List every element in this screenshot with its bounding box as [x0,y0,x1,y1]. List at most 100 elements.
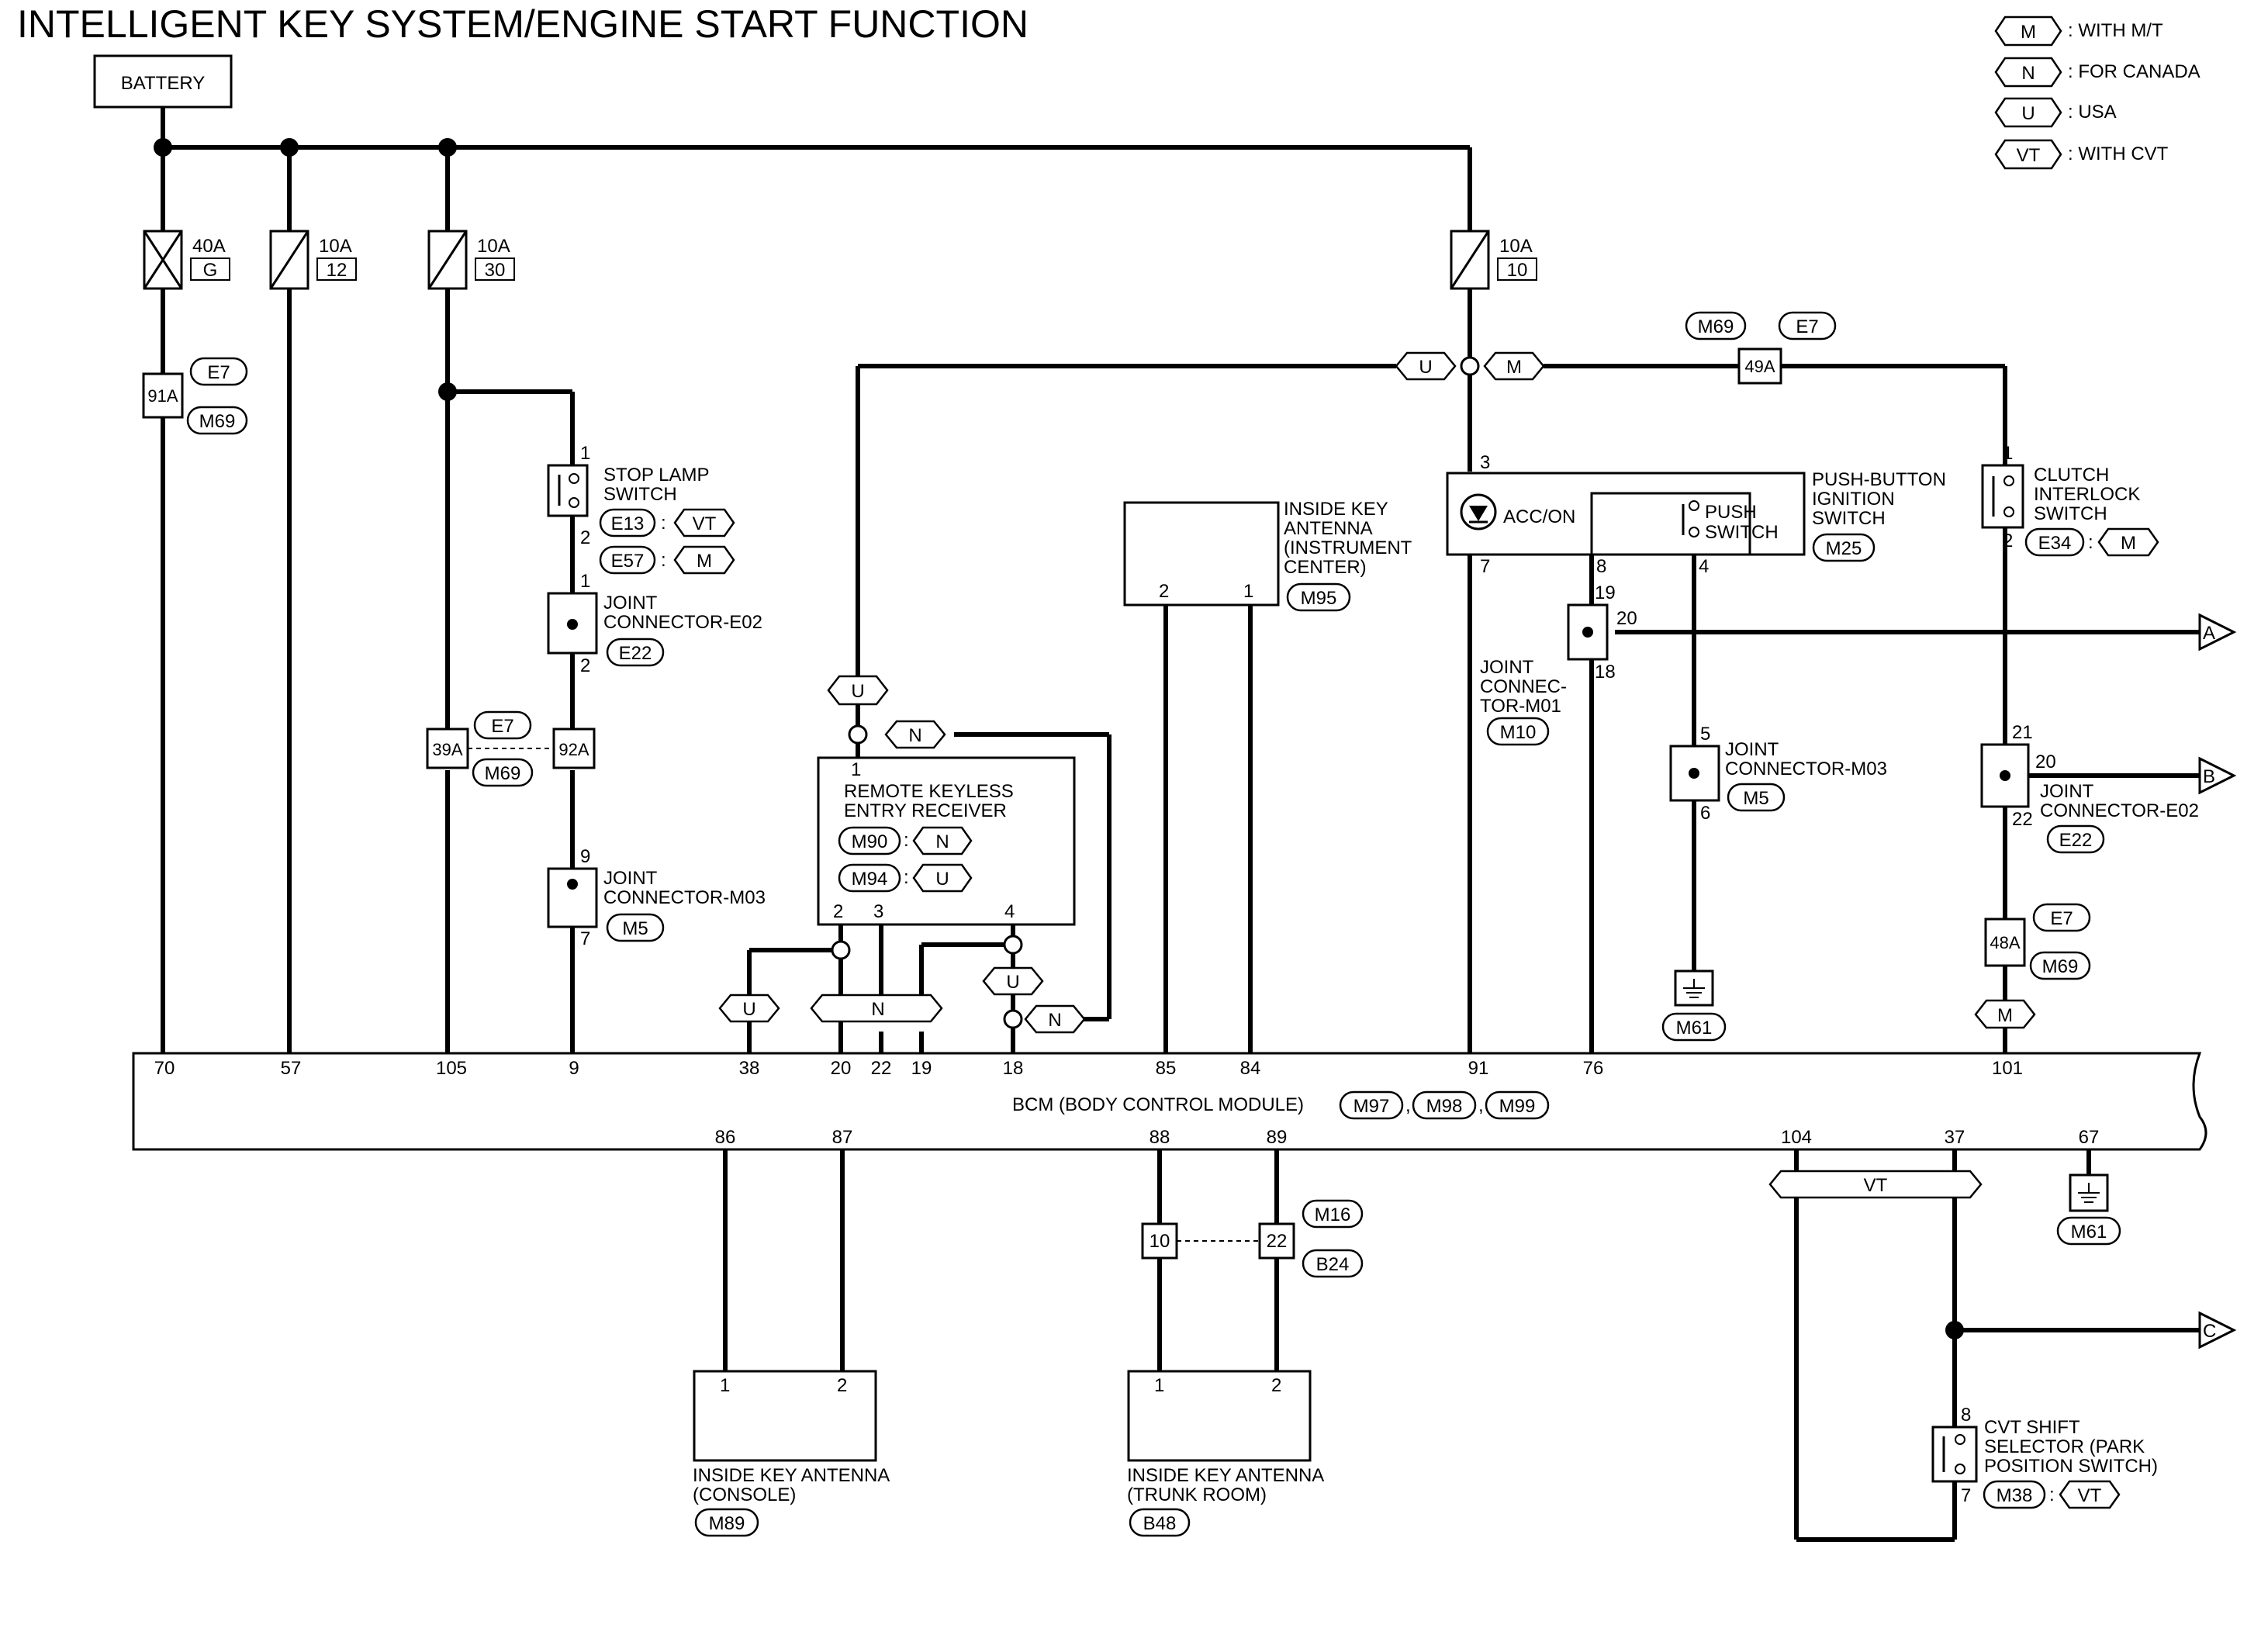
cvt-pin-7: 7 [1961,1485,1971,1506]
ika-console-pin-1: 1 [720,1375,730,1396]
offpage-b[interactable]: B [2198,756,2237,795]
tag-e7-c: E7 [1796,316,1818,337]
bcm-pin-91: 91 [1468,1058,1489,1079]
legend-code-u: U [2021,103,2035,124]
legend-text-n: : FOR CANADA [2068,61,2200,82]
fuse-40a: 40A G [143,230,230,290]
jc-m01-label-1: JOINT [1480,657,1534,678]
jc-m03-label-1: JOINT [603,868,658,889]
ika-console-label-1: INSIDE KEY ANTENNA [693,1465,890,1486]
tag-b48: B48 [1143,1513,1177,1534]
connector-10-label: 10 [1150,1231,1170,1252]
tag-m89: M89 [709,1513,745,1534]
stop-lamp-pin-2: 2 [580,527,590,548]
comma-2: , [1478,1095,1484,1116]
ika-ic-label-1: INSIDE KEY [1284,499,1388,520]
code-u-rke: U [851,681,864,702]
tag-m97: M97 [1353,1096,1390,1117]
cvt-label-1: CVT SHIFT [1984,1417,2080,1438]
pbis-label-3: SWITCH [1812,508,1886,529]
bcm-pin-67: 67 [2079,1127,2100,1148]
joint-connector-e02-right: 21 20 22 JOINT CONNECTOR-E02 E22 [1980,722,2199,854]
clutch-pin-2: 2 [2003,531,2013,551]
tag-vt-a: VT [693,513,717,534]
code-n-m90: N [935,831,949,852]
code-u-18: U [1006,972,1019,993]
bcm-pin-89: 89 [1267,1127,1288,1148]
option-u-18: U [982,966,1044,996]
power-wires [161,107,1472,1053]
junction-c [1945,1321,1964,1339]
comma-1: , [1405,1095,1411,1116]
tag-m16: M16 [1315,1204,1351,1225]
code-n-bus: N [871,999,884,1020]
legend-item-n: N : FOR CANADA [1994,57,2200,88]
acc-on-label: ACC/ON [1503,506,1575,527]
pbis-pin-3: 3 [1480,452,1490,473]
bcm-module: 70 57 105 9 38 20 22 19 18 85 84 91 76 1… [132,1052,2207,1151]
bcm-pin-70: 70 [154,1058,175,1079]
joint-connector-m01: 19 20 18 JOINT CONNEC- TOR-M01 M10 [1480,582,1637,746]
colon-e13: : [661,513,666,534]
option-u-38: U [718,994,780,1023]
jc-m03-label-2: CONNECTOR-M03 [603,887,766,908]
tag-m61-b: M61 [2071,1222,2107,1242]
jc-e02-pin-2: 2 [580,655,590,676]
inside-key-antenna-instrument-center: 2 1 INSIDE KEY ANTENNA (INSTRUMENT CENTE… [1123,499,1412,612]
bcm-pin-85: 85 [1156,1058,1177,1079]
jc-m03-pin-9: 9 [580,846,590,867]
connector-49a: 49A M69 E7 [1685,311,1837,385]
pbis-pin-7: 7 [1480,556,1490,577]
jc-m03r-label-2: CONNECTOR-M03 [1725,759,1887,779]
tag-m-a: M [697,551,712,572]
clutch-label-3: SWITCH [2034,503,2107,524]
connector-48a-label: 48A [1990,933,2020,952]
ika-ic-pin-1: 1 [1243,581,1253,602]
rke-pin-3: 3 [873,901,883,922]
code-m-top: M [1506,357,1522,378]
offpage-a[interactable]: A [2198,613,2237,651]
bcm-pin-22: 22 [871,1058,892,1079]
option-u-rke: U [827,675,889,706]
code-u-m94: U [935,869,949,890]
tag-m5-b: M5 [1743,788,1768,809]
code-n-18: N [1048,1010,1061,1031]
bcm-pin-84: 84 [1240,1058,1261,1079]
stop-lamp-label-2: SWITCH [603,484,677,505]
code-u-38: U [742,999,755,1020]
clutch-interlock-switch: 1 2 CLUTCH INTERLOCK SWITCH E34 : M [1981,443,2159,557]
tag-m10: M10 [1500,722,1537,743]
fuse-12-id: 12 [327,260,347,281]
tag-m38: M38 [1997,1485,2033,1506]
connector-91a: 91A E7 M69 [142,357,248,435]
diagram-title: INTELLIGENT KEY SYSTEM/ENGINE START FUNC… [17,2,1029,46]
tag-e7-d: E7 [2050,908,2073,929]
fuse-30-id: 30 [485,260,506,281]
rke-pin-1: 1 [851,759,861,780]
tag-m90: M90 [852,831,888,852]
bcm-pin-19: 19 [911,1058,932,1079]
legend-code-n: N [2021,63,2035,84]
legend-text-m: : WITH M/T [2068,20,2163,41]
inside-key-antenna-console: 1 2 INSIDE KEY ANTENNA (CONSOLE) M89 [693,1370,890,1537]
connector-48a: 48A E7 M69 [1984,903,2091,980]
tag-m69-b: M69 [485,763,521,784]
offpage-c[interactable]: C [2198,1311,2237,1350]
jc-e02r-pin-21: 21 [2012,722,2033,743]
option-u-top: U [1395,351,1457,381]
offpage-c-label: C [2203,1321,2216,1342]
cvt-label-3: POSITION SWITCH) [1984,1456,2158,1477]
code-u-top: U [1419,357,1432,378]
legend-item-vt: VT : WITH CVT [1994,139,2169,170]
colon-e34: : [2088,532,2093,553]
tag-m94: M94 [852,869,888,890]
rke-pin-2: 2 [833,901,843,922]
rke-pin-4: 4 [1004,901,1015,922]
connector-92a-label: 92A [558,740,589,759]
ika-ic-label-4: CENTER) [1284,557,1367,578]
connector-22-label: 22 [1267,1231,1288,1252]
colon-m38: : [2049,1484,2055,1505]
option-n-18: N [1024,1004,1086,1034]
bcm-pin-20: 20 [831,1058,852,1079]
ika-console-pin-2: 2 [837,1375,847,1396]
